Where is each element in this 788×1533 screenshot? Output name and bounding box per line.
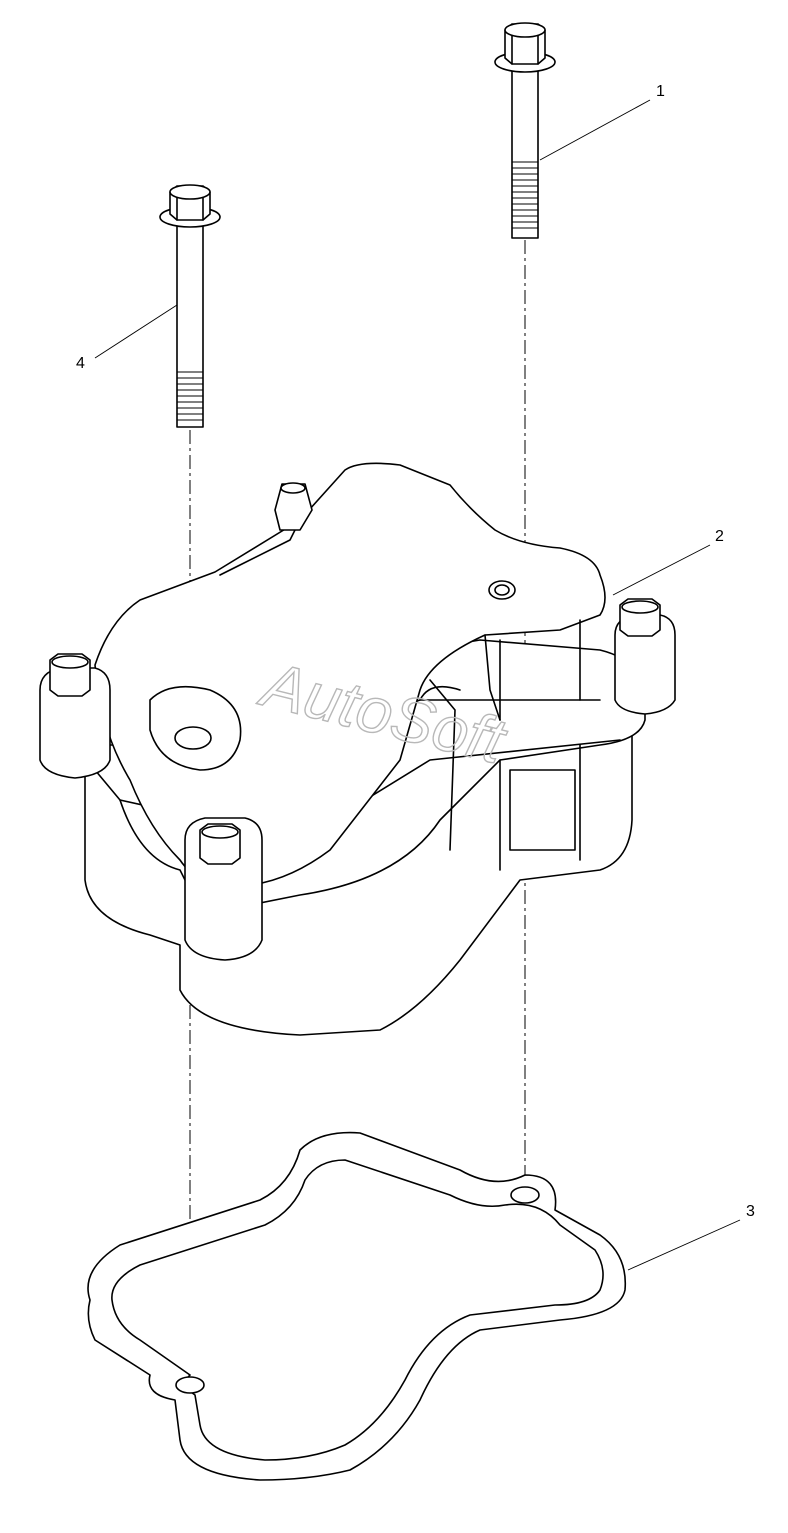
callout-1: 1 (656, 83, 665, 100)
callout-4: 4 (76, 355, 85, 372)
leader-lines (94, 99, 741, 1271)
gasket (87, 1131, 627, 1481)
callout-3: 3 (746, 1203, 755, 1220)
callout-2: 2 (715, 528, 724, 545)
bolt-1 (494, 22, 556, 239)
valve-cover (39, 462, 676, 1036)
bolt-4 (159, 184, 221, 428)
